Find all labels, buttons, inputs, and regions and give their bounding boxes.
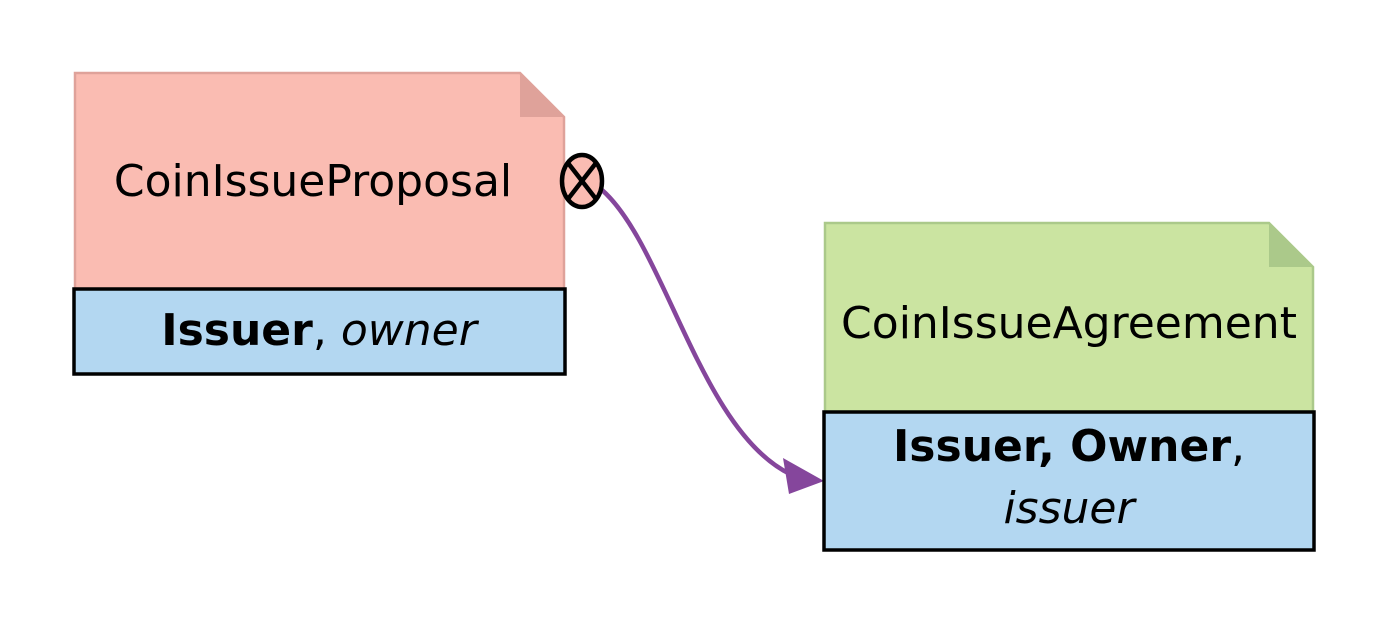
proposal-note-body — [73, 71, 566, 291]
choice-arrowhead — [783, 458, 824, 494]
proposal-note-fold-corner — [520, 73, 564, 117]
circle-x-stroke-2 — [565, 160, 599, 202]
agreement-title: CoinIssueAgreement — [841, 298, 1297, 349]
agreement-note-fold-corner — [1269, 223, 1313, 267]
agreement-party-separator: , — [1231, 421, 1245, 472]
agreement-contract-card: CoinIssueAgreement Issuer, Owner, issuer — [822, 221, 1316, 552]
agreement-party-line2: issuer — [1003, 483, 1137, 534]
proposal-party-text: Issuer, owner — [161, 305, 479, 356]
agreement-party-line1: Issuer, Owner, — [893, 421, 1245, 472]
proposal-controller: owner — [341, 305, 480, 356]
proposal-title: CoinIssueProposal — [114, 156, 512, 207]
proposal-party-band — [72, 287, 567, 376]
agreement-controller: issuer — [1003, 483, 1137, 534]
agreement-signatories: Issuer, Owner — [893, 421, 1231, 472]
proposal-party-separator: , — [313, 305, 341, 356]
proposal-signatory: Issuer — [161, 305, 313, 356]
agreement-party-band — [822, 410, 1316, 552]
agreement-note-body — [823, 221, 1315, 414]
proposal-contract-card: CoinIssueProposal Issuer, owner — [72, 71, 567, 376]
circle-x-icon — [559, 152, 605, 210]
choice-connector — [559, 152, 824, 494]
choice-arrow-curve — [599, 187, 793, 477]
